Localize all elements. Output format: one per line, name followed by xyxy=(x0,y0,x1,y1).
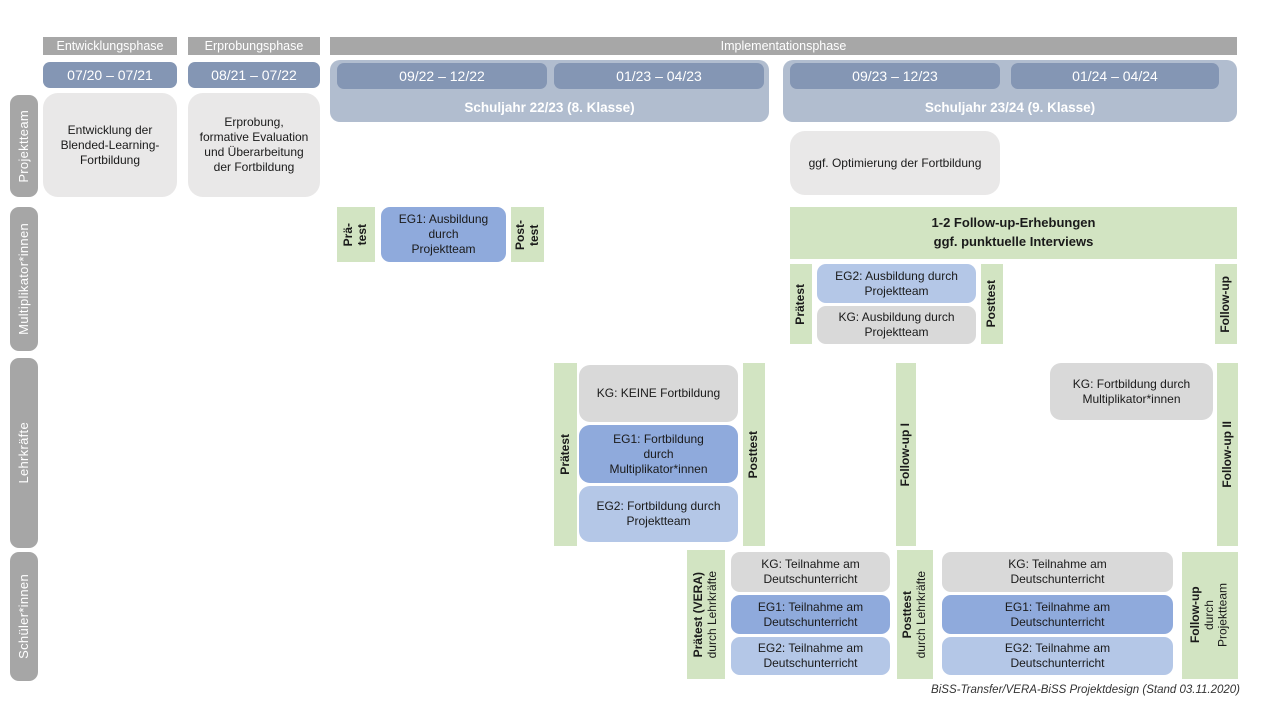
box-erprobung-evaluation: Erprobung, formative Evaluation und Über… xyxy=(188,93,320,197)
followup-bar-line1: 1-2 Follow-up-Erhebungen xyxy=(931,215,1096,231)
box-kg-teilnahme-1: KG: Teilnahme am Deutschunterricht xyxy=(731,552,890,592)
posttest-2-text: Posttest xyxy=(984,280,999,328)
followup-bar-line2: ggf. punktuelle Interviews xyxy=(933,234,1094,249)
box-kg-keine-fortbildung: KG: KEINE Fortbildung xyxy=(579,365,738,422)
label-posttest-multiplikatoren: Post- test xyxy=(511,207,544,262)
period-01-23-04-23: 01/23 – 04/23 xyxy=(554,63,764,89)
label-posttest-lehrkraefte: Posttest xyxy=(743,363,765,546)
label-followup-multiplikatoren: Follow-up xyxy=(1215,264,1237,344)
phase-header-entwicklungsphase: Entwicklungsphase xyxy=(43,37,177,55)
row-label-projektteam-text: Projektteam xyxy=(15,109,31,183)
posttest-line1: Post- xyxy=(512,219,527,250)
phase-header-erprobungsphase: Erprobungsphase xyxy=(188,37,320,55)
label-followup-2: Follow-up II xyxy=(1217,363,1238,546)
row-label-schueler-text: Schüler*innen xyxy=(15,574,31,659)
period-01-24-04-24: 01/24 – 04/24 xyxy=(1011,63,1219,89)
diagram-caption: BiSS-Transfer/VERA-BiSS Projektdesign (S… xyxy=(931,684,1240,696)
label-posttest-schueler: Posttest durch Lehrkräfte xyxy=(897,550,933,679)
followup-2-text: Follow-up II xyxy=(1219,421,1234,488)
praetest-vera-sub: durch Lehrkräfte xyxy=(705,570,719,659)
followup-multiplikatoren-text: Follow-up xyxy=(1218,275,1233,333)
box-kg-fortbildung-multiplikatoren: KG: Fortbildung durch Multiplikator*inne… xyxy=(1050,363,1213,420)
posttest-lehrkraefte-text: Posttest xyxy=(746,430,761,479)
box-kg-ausbildung-projektteam: KG: Ausbildung durch Projektteam xyxy=(817,306,976,344)
label-followup-projektteam: Follow-up durch Projektteam xyxy=(1182,552,1238,679)
praetest-2-text: Prätest xyxy=(793,283,808,325)
box-eg1-teilnahme-2: EG1: Teilnahme am Deutschunterricht xyxy=(942,595,1173,634)
box-eg1-fortbildung-multiplikatoren: EG1: Fortbildung durch Multiplikator*inn… xyxy=(579,425,738,483)
phase-header-implementationsphase: Implementationsphase xyxy=(330,37,1237,55)
box-eg2-fortbildung-projektteam: EG2: Fortbildung durch Projektteam xyxy=(579,486,738,542)
box-optimierung-fortbildung: ggf. Optimierung der Fortbildung xyxy=(790,131,1000,195)
praetest-lehrkraefte-text: Prätest xyxy=(557,434,572,475)
row-label-multiplikatoren-text: Multiplikator*innen xyxy=(15,223,31,335)
row-label-multiplikatoren: Multiplikator*innen xyxy=(10,207,38,351)
bar-followup-erhebungen: 1-2 Follow-up-Erhebungen ggf. punktuelle… xyxy=(790,207,1237,259)
posttest-line2: test xyxy=(526,223,541,246)
box-entwicklung-fortbildung: Entwicklung der Blended-Learning-Fortbil… xyxy=(43,93,177,197)
box-eg1-ausbildung-projektteam: EG1: Ausbildung durch Projektteam xyxy=(381,207,506,262)
box-eg2-teilnahme-1: EG2: Teilnahme am Deutschunterricht xyxy=(731,637,890,675)
row-label-schueler: Schüler*innen xyxy=(10,552,38,681)
row-label-projektteam: Projektteam xyxy=(10,95,38,197)
box-eg1-teilnahme-1: EG1: Teilnahme am Deutschunterricht xyxy=(731,595,890,634)
row-label-lehrkraefte: Lehrkräfte xyxy=(10,358,38,548)
label-praetest-2: Prätest xyxy=(790,264,812,344)
box-eg2-teilnahme-2: EG2: Teilnahme am Deutschunterricht xyxy=(942,637,1173,675)
praetest-line2: test xyxy=(355,223,369,246)
followup-1-text: Follow-up I xyxy=(898,422,913,487)
box-eg2-ausbildung-projektteam: EG2: Ausbildung durch Projektteam xyxy=(817,264,976,303)
label-praetest-lehrkraefte: Prätest xyxy=(554,363,577,546)
label-posttest-2: Posttest xyxy=(981,264,1003,344)
period-08-21-07-22: 08/21 – 07/22 xyxy=(188,62,320,88)
box-kg-teilnahme-2: KG: Teilnahme am Deutschunterricht xyxy=(942,552,1173,592)
period-09-22-12-22: 09/22 – 12/22 xyxy=(337,63,547,89)
row-label-lehrkraefte-text: Lehrkräfte xyxy=(15,422,31,484)
period-07-20-07-21: 07/20 – 07/21 xyxy=(43,62,177,88)
period-09-23-12-23: 09/23 – 12/23 xyxy=(790,63,1000,89)
posttest-schueler-sub: durch Lehrkräfte xyxy=(914,570,928,659)
label-praetest-multiplikatoren: Prä- test xyxy=(337,207,375,262)
label-praetest-vera: Prätest (VERA) durch Lehrkräfte xyxy=(687,550,725,679)
followup-projektteam-sub2: Projektteam xyxy=(1215,583,1230,648)
label-followup-1: Follow-up I xyxy=(896,363,916,546)
